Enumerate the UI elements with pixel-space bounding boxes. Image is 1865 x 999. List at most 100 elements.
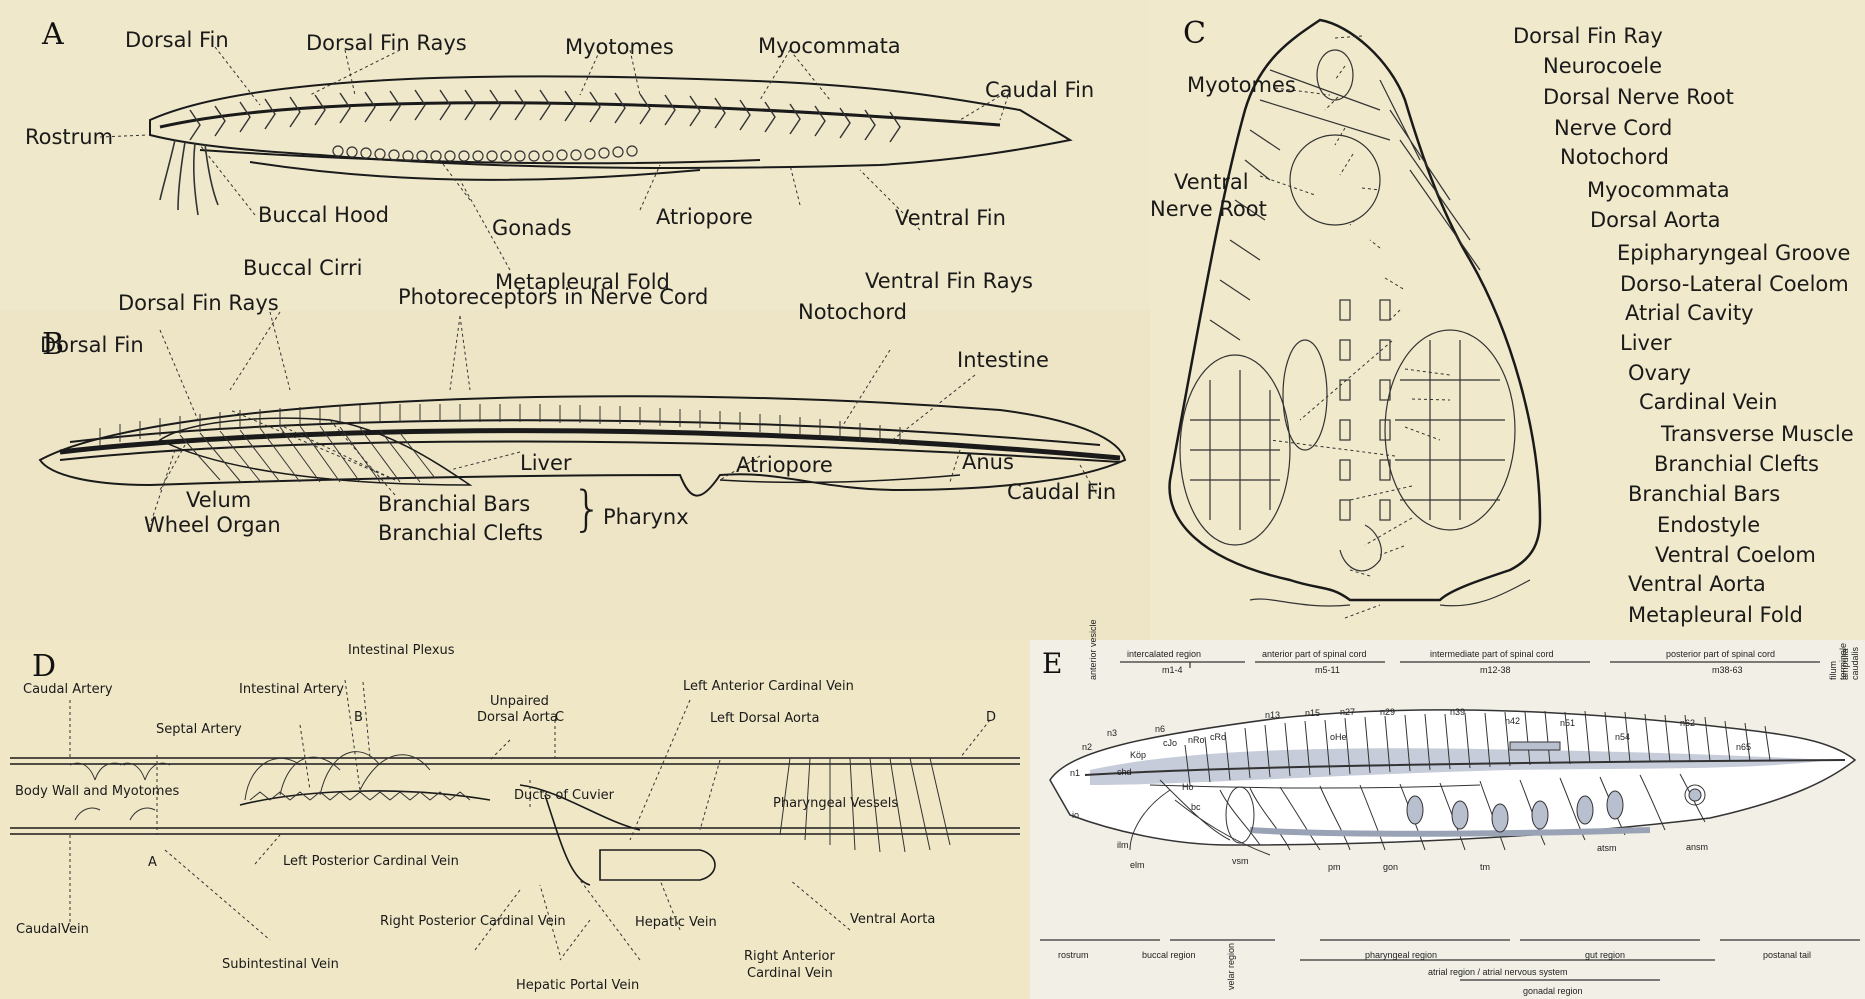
label-anterior-vesicle: anterior vesicle [1088, 619, 1098, 680]
label-ventral-fin: Ventral Fin [895, 208, 1006, 229]
label-nerve-2: n6 [1155, 724, 1165, 734]
label-c-right-2: Dorsal Nerve Root [1543, 87, 1734, 108]
label-e-int-15: tm [1480, 862, 1490, 872]
label-nerve-5: n27 [1340, 707, 1355, 717]
label-e-top-3-name: posterior part of spinal cord [1666, 649, 1775, 659]
label-c-right-7: Epipharyngeal Groove [1617, 243, 1850, 264]
label-e-int-17: ansm [1686, 842, 1708, 852]
label-e-buccal: buccal region [1142, 950, 1196, 960]
label-subintestinal-vein: Subintestinal Vein [222, 958, 339, 971]
label-nerve-7: n39 [1450, 707, 1465, 717]
label-dorsal-aorta-d: Dorsal Aorta [477, 711, 558, 724]
label-left-anterior-cardinal-vein: Left Anterior Cardinal Vein [683, 680, 854, 693]
label-photoreceptors: Photoreceptors in Nerve Cord [398, 287, 708, 308]
label-nerve-0: n2 [1082, 742, 1092, 752]
label-c-right-5: Myocommata [1587, 180, 1730, 201]
label-e-top-0-range: m1-4 [1162, 665, 1183, 675]
label-d-b: B [354, 711, 363, 724]
label-d-a: A [148, 856, 157, 869]
label-e-velar: velar region [1226, 943, 1236, 990]
panel-d: D Intestinal Plexus Unpaired Dorsal Aort… [0, 640, 1030, 999]
panel-c: C Myotomes Ventral Nerve Root Dorsal Fin… [1150, 0, 1865, 640]
label-ducts-of-cuvier: Ducts of Cuvier [514, 789, 614, 802]
label-atriopore: Atriopore [656, 207, 753, 228]
label-d-d: D [986, 711, 996, 724]
panel-letter: A [42, 20, 64, 50]
label-intestinal-plexus: Intestinal Plexus [348, 644, 455, 657]
label-c-right-14: Branchial Clefts [1654, 454, 1819, 475]
label-ventral-fin-rays: Ventral Fin Rays [865, 271, 1033, 292]
label-c-right-4: Notochord [1560, 147, 1669, 168]
pharynx-brace: } [572, 485, 603, 533]
label-e-int-16: atsm [1597, 843, 1617, 853]
label-dorsal-fin: Dorsal Fin [125, 30, 229, 51]
label-e-rostrum: rostrum [1058, 950, 1089, 960]
label-cardinal-vein-d: Cardinal Vein [747, 967, 833, 980]
label-nerve-11: n62 [1680, 718, 1695, 728]
label-e-int-11: elm [1130, 860, 1145, 870]
label-e-postanal: postanal tail [1763, 950, 1811, 960]
label-e-top-1-name: anterior part of spinal cord [1262, 649, 1367, 659]
label-ventral-aorta-d: Ventral Aorta [850, 913, 935, 926]
label-caudal-fin-b: Caudal Fin [1007, 482, 1116, 503]
label-left-posterior-cardinal-vein: Left Posterior Cardinal Vein [283, 855, 459, 868]
label-body-wall: Body Wall and Myotomes [15, 785, 179, 798]
label-e-int-6: chd [1117, 767, 1132, 777]
label-c-right-3: Nerve Cord [1554, 118, 1672, 139]
label-c-right-10: Liver [1620, 333, 1672, 354]
label-wheel-organ: Wheel Organ [144, 515, 281, 536]
label-e-int-3: cRo [1210, 732, 1226, 742]
label-c-right-19: Metapleural Fold [1628, 605, 1803, 626]
label-right-anterior: Right Anterior [744, 950, 835, 963]
label-e-int-14: gon [1383, 862, 1398, 872]
label-e-int-5: Ho [1182, 782, 1194, 792]
label-right-posterior-cardinal-vein: Right Posterior Cardinal Vein [380, 915, 566, 928]
label-intestine: Intestine [957, 350, 1049, 371]
label-e-top-2-range: m12-38 [1480, 665, 1511, 675]
label-buccal-cirri: Buccal Cirri [243, 258, 362, 279]
label-myotomes: Myotomes [565, 37, 674, 58]
label-e-int-12: vsm [1232, 856, 1249, 866]
label-hepatic-portal-vein: Hepatic Portal Vein [516, 979, 639, 992]
label-c-right-8: Dorso-Lateral Coelom [1620, 274, 1849, 295]
label-e-top-3-range: m38-63 [1712, 665, 1743, 675]
label-e-int-1: cJo [1163, 738, 1177, 748]
label-e-int-2: nRo [1188, 735, 1205, 745]
label-buccal-hood: Buccal Hood [258, 205, 389, 226]
label-dorsal-fin-rays: Dorsal Fin Rays [306, 33, 467, 54]
label-nerve-8: n42 [1505, 716, 1520, 726]
label-gonads: Gonads [492, 218, 572, 239]
label-nerve-9: n51 [1560, 718, 1575, 728]
label-c-right-1: Neurocoele [1543, 56, 1662, 77]
label-c-right-12: Cardinal Vein [1639, 392, 1777, 413]
label-anus: Anus [962, 452, 1014, 473]
label-branchial-clefts: Branchial Clefts [378, 523, 543, 544]
label-hepatic-vein: Hepatic Vein [635, 916, 717, 929]
label-nerve-root: Nerve Root [1150, 199, 1267, 220]
panel-letter: C [1183, 19, 1206, 49]
label-nerve-6: n29 [1380, 707, 1395, 717]
label-e-atrial: atrial region / atrial nervous system [1428, 967, 1568, 977]
label-caudal-fin: Caudal Fin [985, 80, 1094, 101]
label-c-right-16: Endostyle [1657, 515, 1760, 536]
label-e-int-13: pm [1328, 862, 1341, 872]
label-branchial-bars: Branchial Bars [378, 494, 530, 515]
label-septal-artery: Septal Artery [156, 723, 242, 736]
label-unpaired: Unpaired [490, 695, 549, 708]
label-nerve-1: n3 [1107, 728, 1117, 738]
label-ventral: Ventral [1174, 172, 1249, 193]
label-e-gonadal: gonadal region [1523, 986, 1583, 996]
label-d-c: C [555, 711, 564, 724]
label-velum: Velum [186, 490, 251, 511]
label-rostrum: Rostrum [25, 127, 113, 148]
panel-letter: D [32, 652, 56, 682]
label-nerve-3: n13 [1265, 710, 1280, 720]
label-c-right-6: Dorsal Aorta [1590, 210, 1721, 231]
label-liver: Liver [520, 453, 572, 474]
label-nerve-12: n65 [1736, 742, 1751, 752]
label-dorsal-fin-b: Dorsal Fin [40, 335, 144, 356]
label-e-int-8: io [1072, 810, 1079, 820]
label-e-int-7: n1 [1070, 768, 1080, 778]
label-e-int-10: ilm [1117, 840, 1129, 850]
label-nerve-4: n15 [1305, 708, 1320, 718]
